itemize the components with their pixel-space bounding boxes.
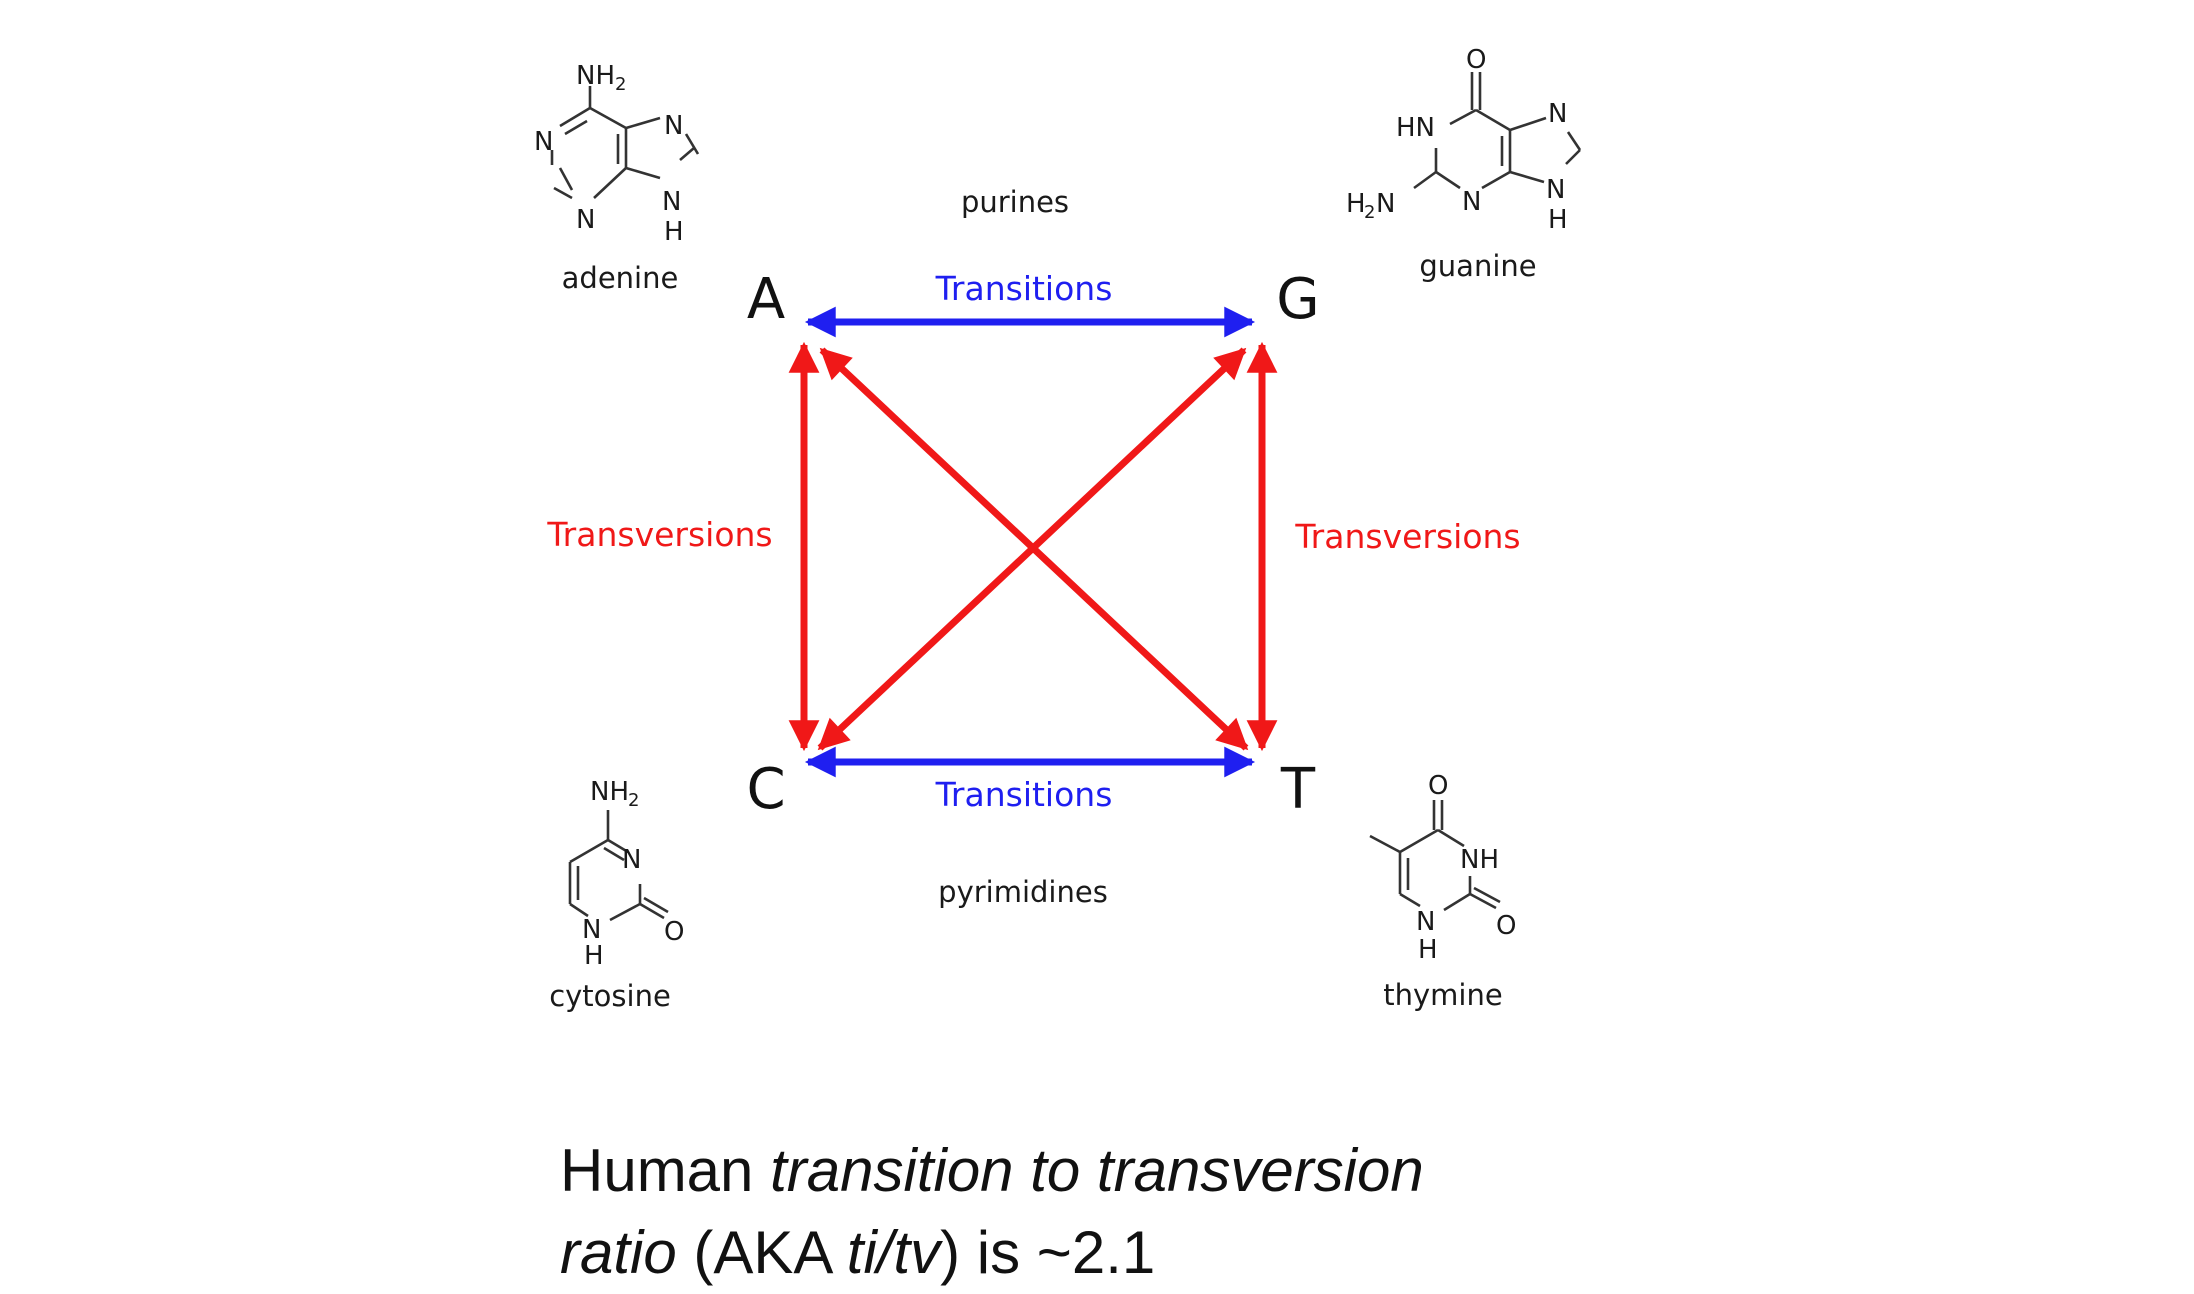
svg-text:H: H	[664, 217, 684, 247]
transversions-label-left: Transversions	[546, 515, 772, 554]
caption-text-1: Human	[560, 1137, 771, 1204]
thymine-structure: O NH N H O thymine	[1369, 771, 1516, 1012]
svg-text:N: N	[1416, 907, 1435, 937]
svg-text:HN: HN	[1396, 113, 1435, 143]
svg-text:N: N	[1546, 175, 1565, 205]
svg-text:2: 2	[615, 74, 626, 95]
svg-text:N: N	[582, 915, 601, 945]
transitions-label-top: Transitions	[935, 269, 1113, 308]
svg-text:NH: NH	[590, 777, 629, 807]
guanine-structure: O HN H 2 N N N N H guanine	[1346, 45, 1582, 283]
svg-text:N: N	[662, 187, 681, 217]
guanine-name: guanine	[1419, 249, 1536, 283]
thymine-name: thymine	[1383, 978, 1502, 1012]
ti-tv-caption: Human transition to transversion ratio (…	[560, 1130, 1760, 1294]
svg-text:2: 2	[1364, 202, 1375, 223]
purines-label: purines	[961, 185, 1069, 219]
svg-text:N: N	[622, 845, 641, 875]
base-c: C	[746, 757, 785, 822]
edge-labels: Transitions Transitions Transversions Tr…	[546, 269, 1520, 814]
transitions-label-bottom: Transitions	[935, 775, 1113, 814]
svg-text:O: O	[1428, 771, 1448, 801]
cytosine-name: cytosine	[549, 979, 671, 1013]
svg-text:O: O	[664, 917, 684, 947]
pyrimidines-label: pyrimidines	[938, 875, 1108, 909]
svg-text:H: H	[584, 941, 604, 971]
svg-text:H: H	[1346, 189, 1366, 219]
base-letters: A G C T	[746, 267, 1319, 822]
group-labels: purines pyrimidines	[938, 185, 1108, 909]
caption-emphasis-2: ratio	[560, 1219, 677, 1286]
arrows	[788, 306, 1278, 778]
svg-text:H: H	[1548, 205, 1568, 235]
caption-emphasis-3: ti/tv	[846, 1219, 941, 1286]
svg-text:NH: NH	[576, 61, 615, 91]
transversions-label-right: Transversions	[1294, 517, 1520, 556]
svg-text:H: H	[1418, 935, 1438, 965]
svg-text:O: O	[1466, 45, 1486, 75]
svg-text:N: N	[1376, 189, 1395, 219]
cytosine-structure: NH 2 N N H O cytosine	[549, 777, 684, 1013]
svg-text:NH: NH	[1460, 845, 1499, 875]
svg-text:2: 2	[628, 790, 639, 811]
base-t: T	[1280, 757, 1316, 822]
svg-text:O: O	[1496, 911, 1516, 941]
svg-text:N: N	[664, 111, 683, 141]
base-a: A	[747, 267, 785, 332]
caption-text-3: ) is ~2.1	[940, 1219, 1156, 1286]
base-g: G	[1276, 267, 1319, 332]
caption-emphasis-1: transition to transversion	[770, 1137, 1424, 1204]
svg-text:N: N	[1462, 187, 1481, 217]
svg-text:N: N	[576, 205, 595, 235]
svg-text:N: N	[1548, 99, 1567, 129]
transversion-arrow-g-c	[817, 347, 1247, 751]
adenine-name: adenine	[562, 261, 679, 295]
caption-text-2: (AKA	[676, 1219, 847, 1286]
adenine-structure: NH 2 N N N N H adenine	[534, 61, 700, 295]
svg-text:N: N	[534, 127, 553, 157]
